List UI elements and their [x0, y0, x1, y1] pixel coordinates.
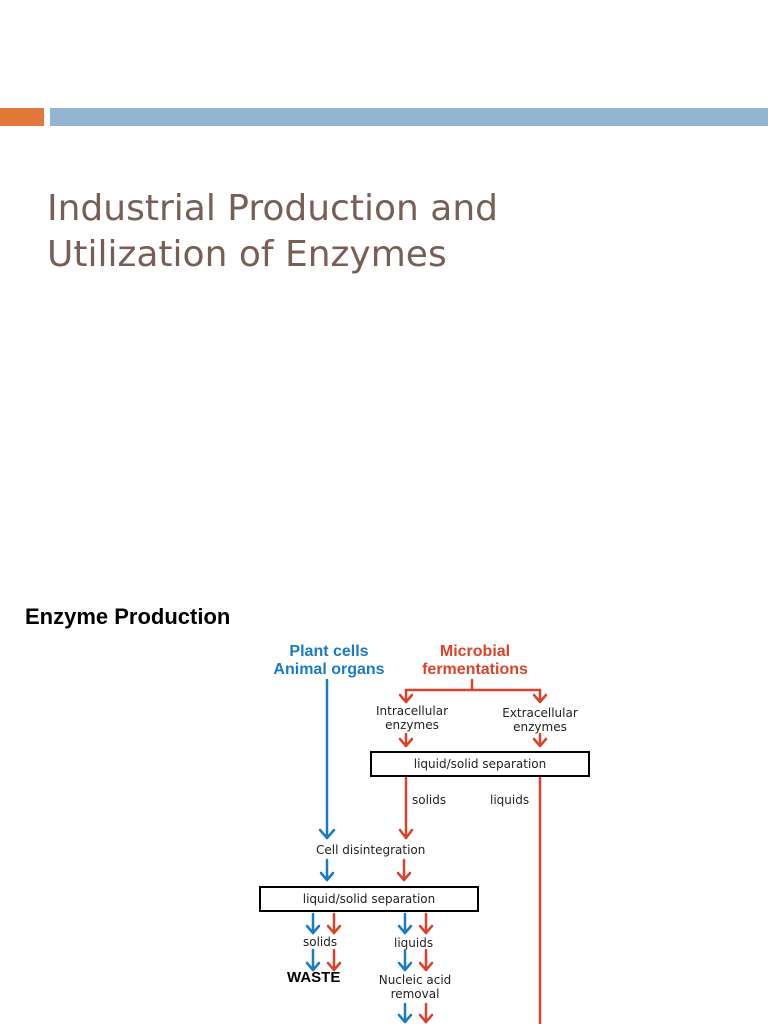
blue-solids-2	[305, 912, 321, 972]
title-line-2: Utilization of Enzymes	[47, 234, 447, 275]
nucleic-acid-line-2: removal	[390, 987, 440, 1001]
liquids-label-1: liquids	[490, 793, 530, 807]
diagram-heading: Enzyme Production	[25, 604, 231, 629]
separation-box-1: liquid/solid separation	[370, 751, 590, 777]
accent-bar-orange	[0, 108, 44, 126]
waste-label: WASTE	[287, 969, 341, 986]
solids-label-2: solids	[303, 935, 338, 949]
microbial-line-1: Microbial	[439, 643, 511, 660]
plant-line-2: Animal organs	[273, 661, 385, 678]
blue-liquids-2	[397, 912, 413, 1024]
liquids-label-2: liquids	[394, 936, 434, 950]
plant-line-1: Plant cells	[289, 643, 369, 660]
intracellular-line-1: Intracellular	[375, 704, 448, 718]
solids-label-1: solids	[412, 793, 447, 807]
title-line-1: Industrial Production and	[47, 188, 498, 229]
intracellular-line-2: enzymes	[385, 718, 439, 732]
extracellular-line-2: enzymes	[513, 720, 567, 734]
red-intra-to-box	[398, 732, 414, 748]
red-extra-to-box	[532, 732, 548, 748]
extracellular-label: Extracellular enzymes	[490, 706, 590, 734]
red-split-arrows	[398, 678, 548, 704]
blue-to-box2	[319, 858, 335, 882]
source-plant-label: Plant cells Animal organs	[256, 643, 402, 679]
intracellular-label: Intracellular enzymes	[364, 704, 460, 732]
blue-main-arrow	[318, 678, 336, 840]
nucleic-acid-label: Nucleic acid removal	[370, 973, 460, 1001]
slide-title: Industrial Production and Utilization of…	[47, 186, 727, 278]
red-to-box2	[396, 858, 412, 882]
source-microbial-label: Microbial fermentations	[404, 643, 546, 679]
accent-bar-blue	[50, 108, 768, 126]
red-solids-2	[326, 912, 342, 972]
red-liquids-2	[418, 912, 434, 1024]
microbial-line-2: fermentations	[422, 661, 528, 678]
nucleic-acid-line-1: Nucleic acid	[378, 973, 452, 987]
cell-disintegration-label: Cell disintegration	[316, 843, 426, 857]
extracellular-line-1: Extracellular	[502, 706, 578, 720]
red-solids-arrow	[398, 776, 414, 840]
separation-box-2: liquid/solid separation	[259, 886, 479, 912]
